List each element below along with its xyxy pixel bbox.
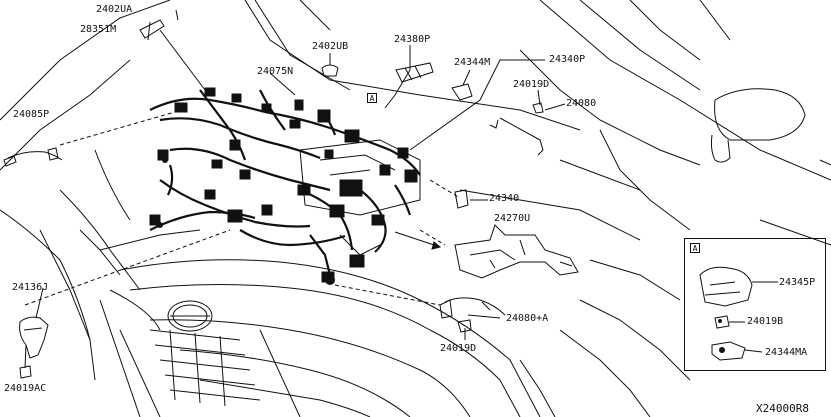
part-label-24344m: 24344M (454, 57, 491, 68)
part-label-24136j: 24136J (12, 282, 49, 293)
part-label-24345p: 24345P (779, 277, 816, 288)
detail-inset-a (684, 238, 826, 371)
part-label-24075n: 24075N (257, 66, 294, 77)
part-label-24080a: 24080+A (506, 313, 549, 324)
part-label-28351m: 28351M (80, 24, 117, 35)
reference-tag-a: A (367, 93, 377, 103)
part-label-24019d-top: 24019D (513, 79, 550, 90)
part-label-24080: 24080 (566, 98, 597, 109)
part-label-24019d-bottom: 24019D (440, 343, 477, 354)
part-label-24019ac: 24019AC (4, 383, 47, 394)
part-label-24085p: 24085P (13, 109, 50, 120)
part-label-2402ub: 2402UB (312, 41, 349, 52)
part-label-24340p: 24340P (549, 54, 586, 65)
part-label-24344ma: 24344MA (765, 347, 808, 358)
part-label-24270u: 24270U (494, 213, 531, 224)
part-label-24380p: 24380P (394, 34, 431, 45)
diagram-reference-code: X24000R8 (756, 402, 809, 415)
part-label-24019b: 24019B (747, 316, 784, 327)
part-label-24340: 24340 (489, 193, 520, 204)
part-label-2402ua: 2402UA (96, 4, 133, 15)
inset-tag-a: A (690, 243, 700, 253)
